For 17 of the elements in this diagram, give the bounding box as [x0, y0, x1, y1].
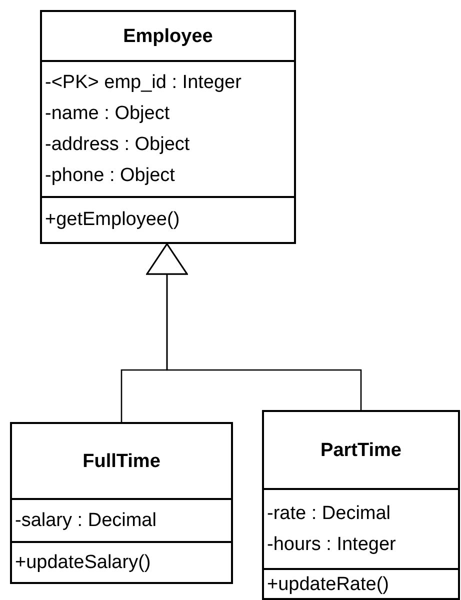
class-box [40, 10, 296, 244]
class-method: +updateRate() [267, 572, 390, 596]
class-box [10, 422, 233, 584]
class-name: FullTime [82, 450, 160, 474]
generalization-arrow [146, 243, 362, 410]
class-attribute: -hours : Integer [267, 533, 397, 558]
class-attribute: -<PK> emp_id : Integer [45, 70, 242, 95]
class-box [262, 410, 460, 600]
class-attribute: -salary : Decimal [15, 509, 158, 534]
class-name: PartTime [320, 438, 402, 463]
class-attribute: -phone : Object [45, 164, 176, 188]
class-name: Employee [123, 24, 213, 49]
class-attribute: -name : Object [45, 102, 171, 126]
class-method: +updateSalary() [15, 551, 152, 575]
class-attribute: -address : Object [45, 132, 191, 157]
class-attribute: -rate : Decimal [267, 502, 392, 526]
class-method: +getEmployee() [45, 208, 181, 232]
